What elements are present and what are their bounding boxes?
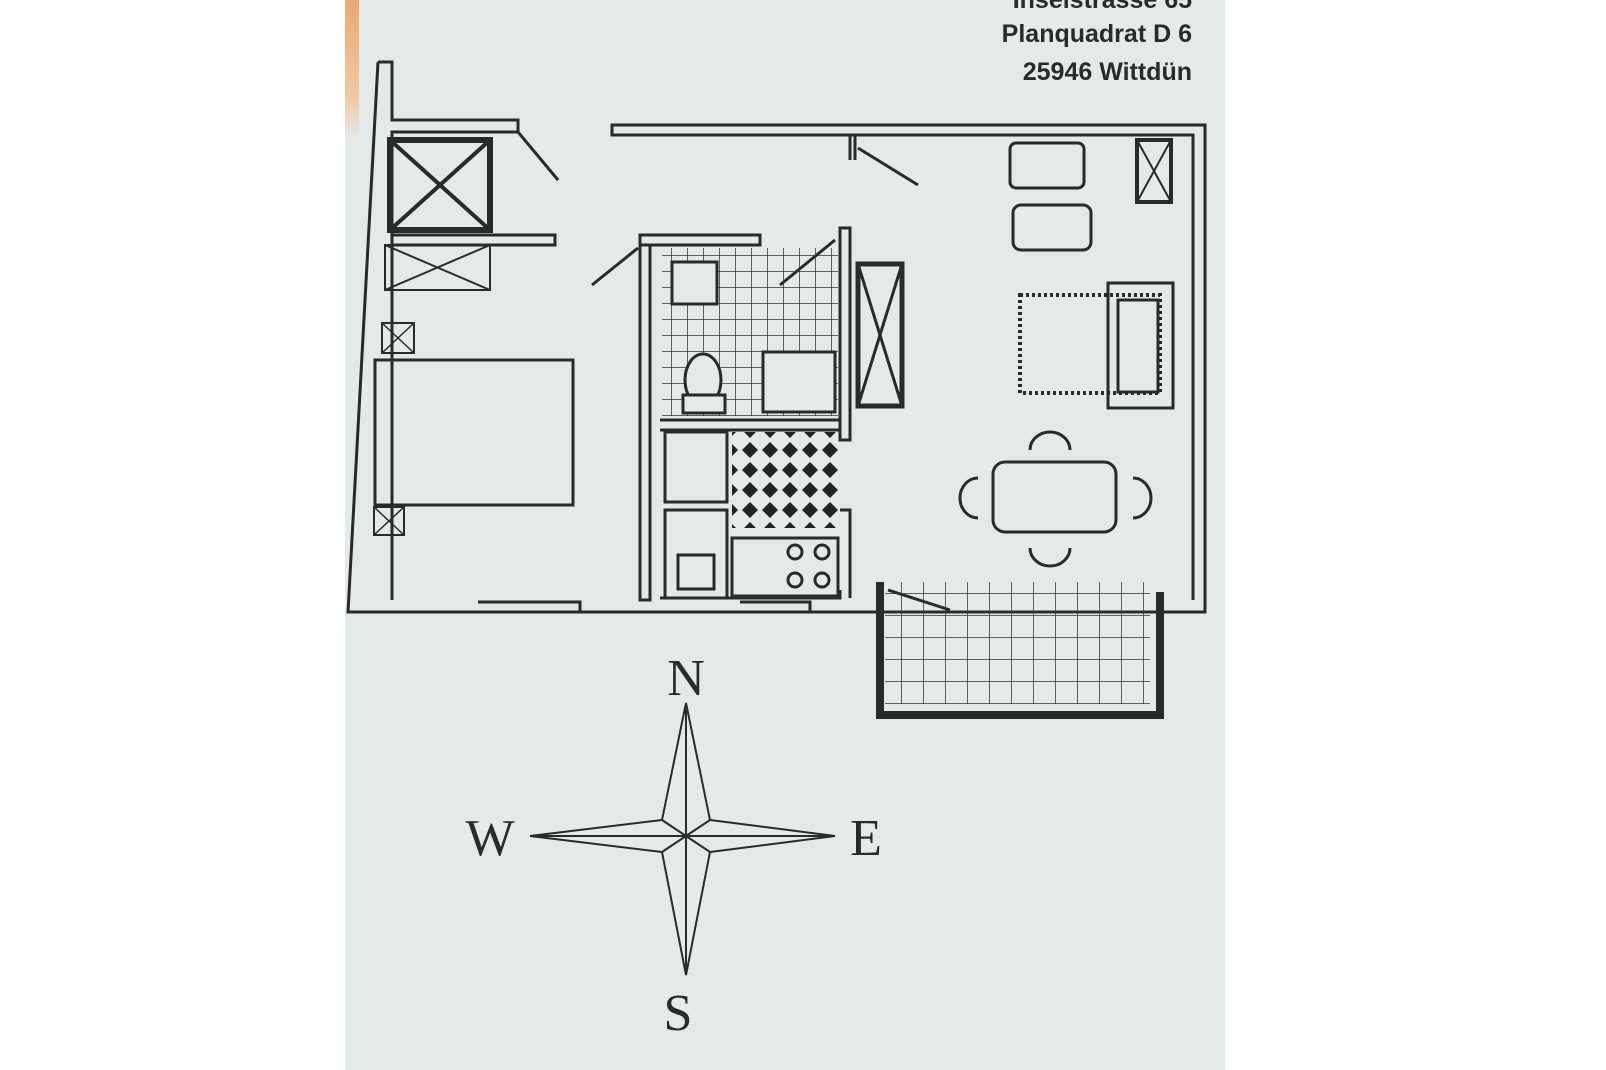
living-furniture bbox=[958, 141, 1175, 568]
balcony-tiles bbox=[885, 582, 1150, 704]
balcony-railing bbox=[876, 582, 1164, 719]
shafts bbox=[384, 137, 1173, 409]
compass-west: W bbox=[465, 810, 514, 867]
kitchen-fixtures bbox=[663, 430, 840, 600]
address-street: Inselstrasse 65 bbox=[1012, 0, 1192, 14]
compass-north: N bbox=[667, 650, 705, 707]
kitchen-floor bbox=[732, 432, 838, 528]
paper-edge bbox=[345, 0, 359, 140]
address-city: 25946 Wittdün bbox=[1022, 58, 1192, 86]
bathroom-fixtures bbox=[670, 260, 837, 415]
compass-rose-icon bbox=[529, 702, 836, 976]
bed bbox=[373, 322, 575, 536]
address-grid: Planquadrat D 6 bbox=[1001, 20, 1192, 48]
compass-south: S bbox=[664, 985, 693, 1042]
walls bbox=[346, 60, 1207, 614]
compass-east: E bbox=[850, 810, 882, 867]
